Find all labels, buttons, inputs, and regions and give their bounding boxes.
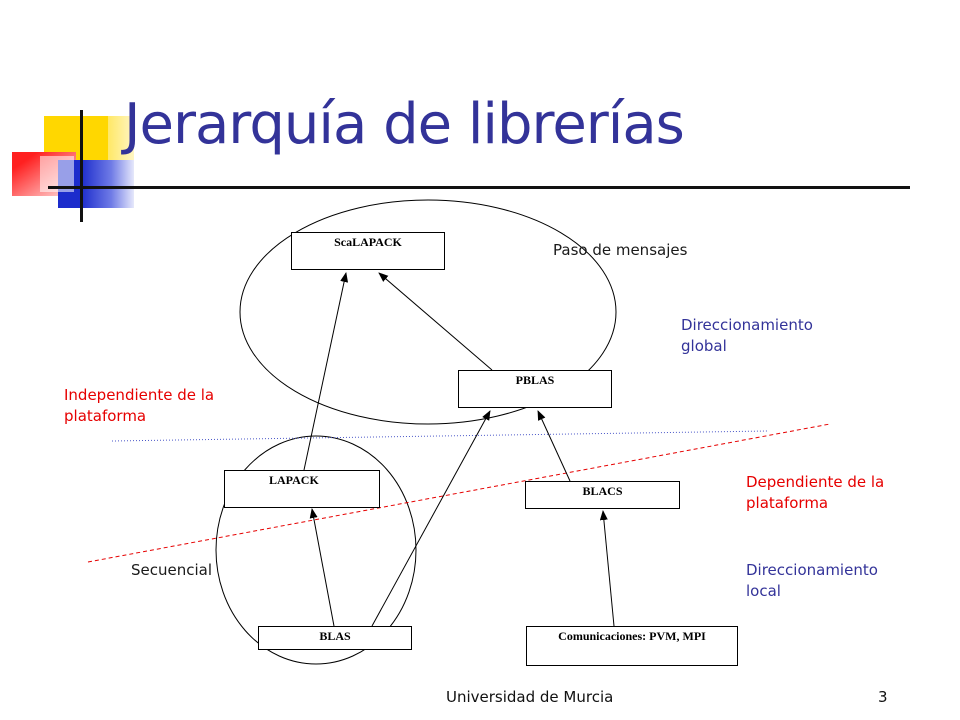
box-pblas: PBLAS — [458, 370, 612, 408]
arrow-blacs-to-pblas — [537, 410, 571, 482]
box-blacs: BLACS — [525, 481, 680, 509]
parallel-ellipse — [239, 199, 617, 425]
box-blas: BLAS — [258, 626, 412, 650]
arrow-pblas-to-scalapack — [378, 272, 493, 371]
slide-title: Jerarquía de librerías — [124, 92, 685, 157]
page-number: 3 — [878, 688, 888, 706]
footer-text: Universidad de Murcia — [446, 688, 614, 706]
arrow-blas-to-pblas — [371, 410, 491, 627]
red-dashed-divider — [87, 423, 831, 563]
box-lapack: LAPACK — [224, 470, 380, 508]
box-scalapack: ScaLAPACK — [291, 232, 445, 270]
arrow-lapack-to-scalapack — [303, 272, 349, 471]
label-secuencial: Secuencial — [131, 561, 213, 579]
title-underline — [48, 186, 910, 189]
blue-dotted-divider — [111, 430, 769, 442]
box-comunicaciones: Comunicaciones: PVM, MPI — [526, 626, 738, 666]
label-paso-mensajes: Paso de mensajes — [553, 241, 688, 259]
label-dependiente-plataforma: Dependiente de la plataforma — [746, 473, 885, 512]
decor-vertical-line — [80, 110, 83, 222]
label-direccionamiento-local: Direccionamiento local — [746, 561, 878, 600]
label-direccionamiento-global: Direccionamiento global — [681, 316, 813, 355]
sequential-ellipse — [215, 435, 417, 665]
arrow-comunicaciones-to-blacs — [599, 510, 615, 627]
label-independiente-plataforma: Independiente de la plataforma — [64, 386, 215, 425]
arrow-blas-to-lapack — [309, 508, 335, 627]
